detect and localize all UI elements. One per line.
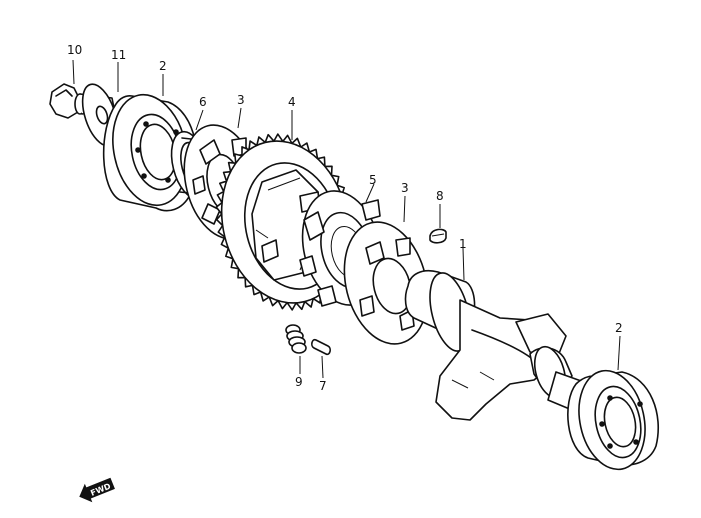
balancer-shaft-part-1 — [404, 270, 593, 421]
callout-1: 1 — [459, 237, 467, 251]
forward-arrow-icon: FWD — [79, 477, 115, 503]
callout-6: 6 — [199, 95, 207, 109]
bearing-part-2-lower — [567, 369, 660, 471]
damper-plate-part-3-right — [343, 221, 429, 345]
callout-10: 10 — [67, 43, 82, 57]
callout-3-right: 3 — [401, 181, 409, 195]
pin-part-7 — [311, 338, 331, 356]
leader-lines — [72, 59, 621, 379]
callout-7: 7 — [319, 379, 327, 393]
spring-part-9 — [285, 324, 307, 354]
forward-arrow-label: FWD — [89, 481, 112, 497]
callout-3-left: 3 — [237, 93, 245, 107]
callout-2-lower: 2 — [615, 321, 623, 335]
callout-9: 9 — [295, 375, 303, 389]
callout-11: 11 — [111, 48, 126, 62]
callout-labels: 10 11 2 6 3 4 5 3 8 1 2 9 7 — [67, 43, 623, 393]
bearing-part-2-upper — [102, 93, 198, 212]
callout-5: 5 — [369, 173, 377, 187]
callout-2-upper: 2 — [159, 59, 167, 73]
callout-8: 8 — [436, 189, 444, 203]
callout-4: 4 — [288, 95, 296, 109]
key-part-8 — [429, 228, 447, 244]
